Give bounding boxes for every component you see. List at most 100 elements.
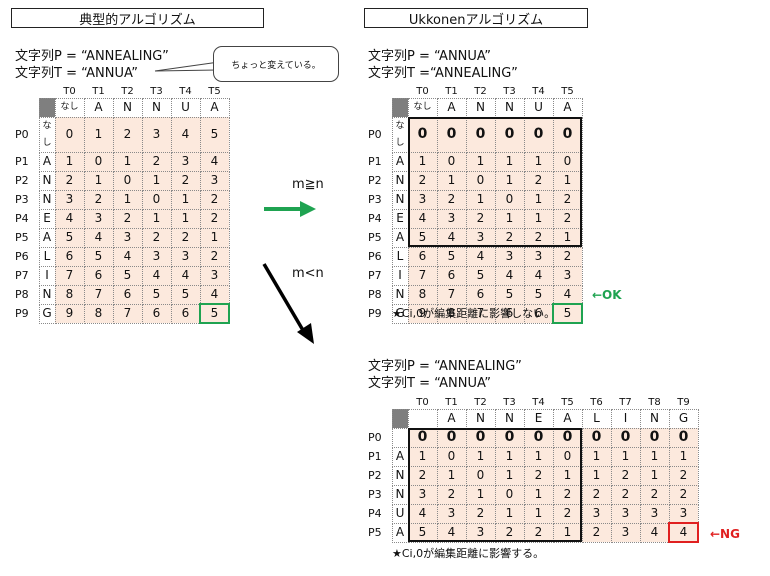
matrix-cell-1-3: 1 (494, 151, 525, 172)
col-label-T8: T8 (648, 396, 661, 408)
matrix-cell-5-0: 5 (407, 227, 438, 248)
matrix-cell-3-8: 2 (639, 484, 670, 505)
col-char-1: A (436, 408, 467, 429)
matrix-cell-1-0: 1 (54, 151, 85, 172)
row-label-P3: P3 (15, 193, 29, 206)
col-label-spacer (39, 85, 55, 98)
matrix-cell-2-1: 1 (83, 170, 114, 191)
matrix-cell-3-2: 1 (112, 189, 143, 210)
matrix-cell-0-2: 0 (465, 116, 496, 153)
row-label-P3: P3 (368, 193, 382, 206)
matrix-cell-0-1: 1 (83, 116, 114, 153)
matrix-cell-4-3: 1 (494, 503, 525, 524)
matrix-cell-0-2: 2 (112, 116, 143, 153)
matrix-cell-4-7: 3 (610, 503, 641, 524)
matrix-cell-8-4: 5 (170, 284, 201, 305)
row-char-6: L (38, 246, 56, 267)
matrix-cell-0-1: 0 (436, 427, 467, 448)
matrix-cell-6-5: 2 (199, 246, 230, 267)
matrix-cell-2-7: 2 (610, 465, 641, 486)
matrix-cell-5-7: 3 (610, 522, 641, 543)
matrix-cell-5-5: 1 (552, 227, 583, 248)
matrix-cell-4-1: 3 (83, 208, 114, 229)
matrix-cell-3-4: 1 (523, 484, 554, 505)
matrix-cell-5-1: 4 (436, 227, 467, 248)
col-label-T2: T2 (474, 85, 487, 97)
row-label-P8: P8 (368, 288, 382, 301)
matrix-cell-5-4: 2 (523, 522, 554, 543)
row-char-2: N (391, 465, 409, 486)
matrix-cell-3-5: 2 (552, 484, 583, 505)
row-char-2: N (391, 170, 409, 191)
matrix-cell-4-5: 2 (552, 503, 583, 524)
col-label-T0: T0 (63, 85, 76, 97)
row-char-2: N (38, 170, 56, 191)
matrix-cell-3-9: 2 (668, 484, 699, 505)
col-label-spacer (392, 396, 408, 409)
matrix-cell-5-8: 4 (639, 522, 670, 543)
matrix-cell-5-9: 4 (668, 522, 699, 543)
row-label-P5: P5 (15, 231, 29, 244)
matrix-cell-5-3: 2 (494, 227, 525, 248)
row-label-P4: P4 (368, 212, 382, 225)
br-p-line: 文字列P = “ANNEALING” (368, 359, 522, 374)
matrix-cell-8-4: 5 (523, 284, 554, 305)
matrix-cell-4-8: 3 (639, 503, 670, 524)
matrix-cell-7-3: 4 (141, 265, 172, 286)
col-label-T1: T1 (445, 396, 458, 408)
corner-cell (38, 97, 56, 118)
row-char-5: A (391, 522, 409, 543)
br-t-line: 文字列T = “ANNUA” (368, 376, 492, 391)
matrix-cell-0-5: 0 (552, 116, 583, 153)
matrix-cell-3-3: 0 (494, 484, 525, 505)
matrix-cell-9-0: 9 (407, 303, 438, 324)
matrix-cell-0-5: 0 (552, 427, 583, 448)
col-char-3: N (141, 97, 172, 118)
matrix-cell-6-3: 3 (141, 246, 172, 267)
matrix-cell-9-3: 6 (494, 303, 525, 324)
matrix-cell-1-5: 4 (199, 151, 230, 172)
matrix-cell-4-6: 3 (581, 503, 612, 524)
matrix-cell-1-1: 0 (436, 446, 467, 467)
matrix-cell-6-1: 5 (83, 246, 114, 267)
matrix-cell-4-4: 1 (170, 208, 201, 229)
row-label-P5: P5 (368, 526, 382, 539)
matrix-cell-2-6: 1 (581, 465, 612, 486)
matrix-cell-3-0: 3 (407, 484, 438, 505)
matrix-cell-3-6: 2 (581, 484, 612, 505)
col-label-T1: T1 (445, 85, 458, 97)
left-title: 典型的アルゴリズム (11, 8, 264, 28)
matrix-cell-1-4: 1 (523, 151, 554, 172)
right-title-text: Ukkonenアルゴリズム (408, 12, 544, 28)
row-label-P2: P2 (368, 469, 382, 482)
col-char-0 (407, 408, 438, 429)
matrix-cell-4-5: 2 (199, 208, 230, 229)
row-char-3: N (38, 189, 56, 210)
col-label-T0: T0 (416, 396, 429, 408)
col-label-T2: T2 (474, 396, 487, 408)
matrix-cell-6-4: 3 (170, 246, 201, 267)
row-label-spacer (15, 98, 39, 117)
row-label-P8: P8 (15, 288, 29, 301)
matrix-cell-8-0: 8 (54, 284, 85, 305)
matrix-cell-2-1: 1 (436, 465, 467, 486)
matrix-cell-2-2: 0 (465, 465, 496, 486)
col-char-1: A (436, 97, 467, 118)
matrix-cell-3-0: 3 (407, 189, 438, 210)
matrix-cell-7-0: 7 (54, 265, 85, 286)
row-label-P9: P9 (368, 307, 382, 320)
green-arrow (264, 201, 316, 217)
matrix-cell-7-0: 7 (407, 265, 438, 286)
matrix-cell-3-2: 1 (465, 484, 496, 505)
row-label-P2: P2 (368, 174, 382, 187)
matrix-cell-0-7: 0 (610, 427, 641, 448)
matrix-cell-1-1: 0 (83, 151, 114, 172)
matrix-cell-5-5: 1 (199, 227, 230, 248)
